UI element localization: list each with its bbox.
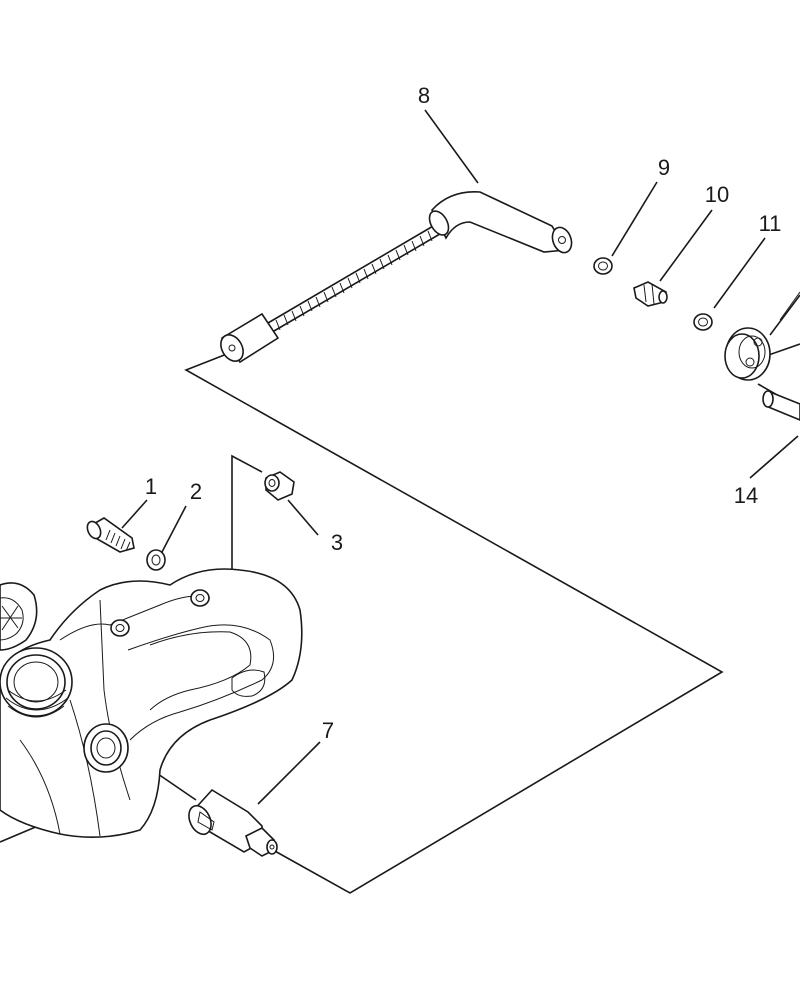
- tank-filler-neck: [0, 647, 73, 718]
- o-ring-part-11: [693, 313, 713, 331]
- callout-3: 3: [331, 530, 343, 555]
- hose-end-fitting: [220, 312, 280, 364]
- callout-14: 14: [734, 483, 758, 508]
- o-ring-part-9: [593, 257, 613, 275]
- fuel-cap: [0, 582, 38, 651]
- nut-part-3: [264, 471, 295, 501]
- callout-1: 1: [145, 474, 157, 499]
- fuel-hose-part-8: [220, 191, 573, 364]
- callout-11: 11: [759, 211, 782, 236]
- washer-part-2: [146, 549, 166, 571]
- tank-outlet-port: [83, 723, 129, 773]
- screw-part-1: [86, 517, 135, 553]
- callout-9: 9: [658, 155, 670, 180]
- fuel-filter-part-7: [188, 788, 278, 857]
- callout-7: 7: [322, 718, 334, 743]
- grommet-part: [724, 291, 800, 381]
- callout-10: 10: [705, 182, 729, 207]
- hose-spring: [267, 221, 446, 332]
- callout-8: 8: [418, 83, 430, 108]
- leader-lines: [121, 109, 800, 805]
- check-valve-part-10: [633, 281, 668, 307]
- hose-elbow: [428, 191, 573, 254]
- callout-2: 2: [190, 479, 202, 504]
- tube-part-14: [762, 390, 800, 421]
